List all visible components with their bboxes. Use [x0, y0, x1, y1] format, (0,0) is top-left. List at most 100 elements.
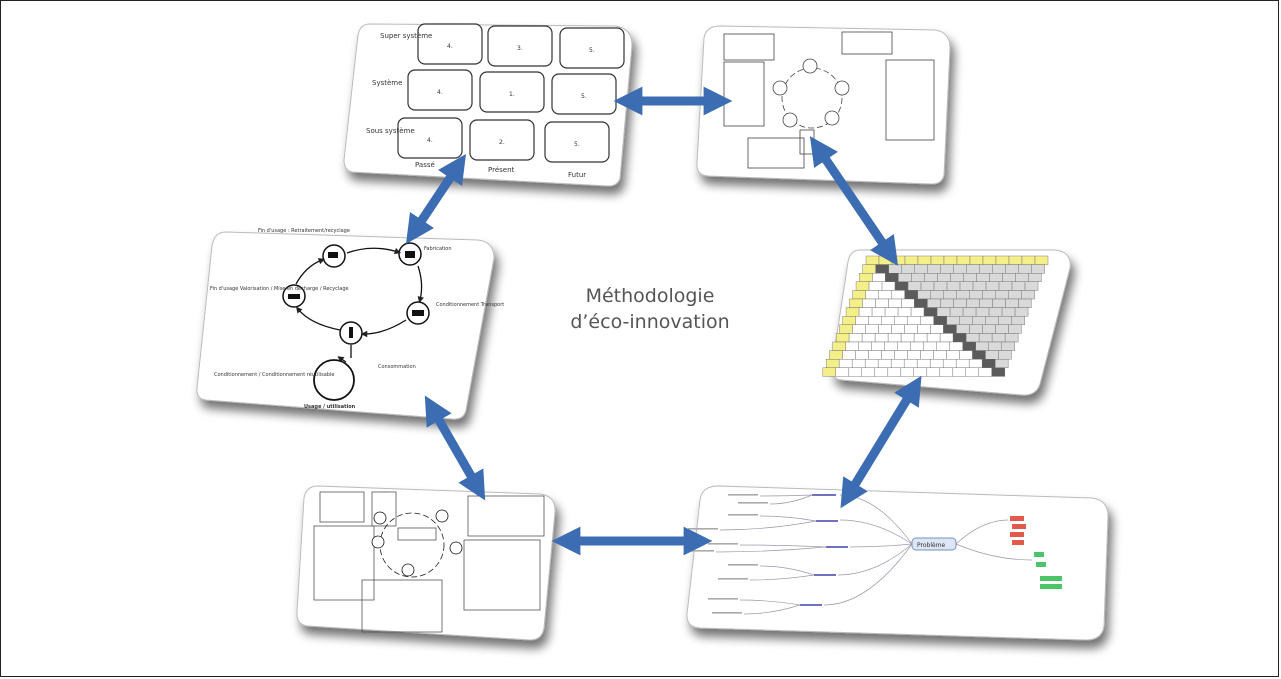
matrix-cell: [930, 290, 944, 300]
matrix-cell: [900, 367, 915, 377]
matrix-cell: [900, 333, 915, 343]
matrix-cell: [969, 324, 983, 334]
screen-cell: [544, 121, 610, 163]
label-end-of-use-landfill: Fin d'usage Valorisation / Mise en décha…: [210, 285, 349, 292]
matrix-cell: [1011, 281, 1026, 291]
matrix-cell: [1021, 255, 1036, 265]
matrix-cell: [976, 273, 990, 283]
matrix-cell: [868, 281, 883, 291]
matrix-cell: [884, 307, 899, 317]
screen-cell: [487, 25, 553, 67]
matrix-cell: [1001, 341, 1015, 351]
matrix-cell: [1008, 255, 1023, 265]
label-manufacturing: Fabrication: [424, 246, 452, 252]
col-label-present: Présent: [488, 166, 515, 174]
matrix-cell: [855, 350, 869, 360]
matrix-cell: [991, 367, 1006, 377]
matrix-cell: [966, 298, 980, 308]
matrix-cell: [942, 359, 957, 369]
matrix-cell: [920, 316, 934, 326]
mindmap-leaf: [688, 528, 718, 530]
matrix-cell: [926, 367, 941, 377]
arrow-lifecyclebox-matrix: [809, 136, 899, 266]
matrix-cell: [927, 264, 941, 274]
matrix-cell: [865, 255, 880, 265]
matrix-cell: [914, 264, 928, 274]
matrix-cell: [911, 273, 925, 283]
matrix-cell: [917, 290, 931, 300]
screen-cell-label: 4.: [427, 137, 433, 144]
matrix-cell: [959, 281, 974, 291]
matrix-cell: [985, 350, 999, 360]
matrix-cell: [949, 307, 964, 317]
matrix-cell: [861, 333, 876, 343]
matrix-cell: [871, 341, 885, 351]
matrix-cell: [907, 316, 921, 326]
matrix-cell: [946, 350, 960, 360]
matrix-cell: [933, 350, 947, 360]
matrix-cell: [995, 255, 1010, 265]
matrix-cell: [914, 298, 928, 308]
matrix-cell: [839, 324, 853, 334]
matrix-cell: [858, 341, 872, 351]
row-label-sub: Sous système: [366, 127, 415, 135]
matrix-cell: [959, 316, 973, 326]
matrix-cell: [975, 307, 990, 317]
matrix-cell: [979, 264, 993, 274]
matrix-cell: [1002, 273, 1016, 283]
matrix-cell: [875, 264, 889, 274]
arrow-interactions-lifecycle: [424, 395, 486, 501]
matrix-cell: [881, 281, 896, 291]
matrix-cell: [956, 290, 970, 300]
matrix-cell: [862, 264, 876, 274]
arrow-lifecycle-ninescreens: [406, 154, 466, 244]
matrix-cell: [992, 264, 1006, 274]
screen-cell: [417, 23, 483, 65]
screen-cell-label: 5.: [574, 141, 580, 148]
matrix-cell: [888, 264, 902, 274]
mindmap-card: [686, 485, 1109, 641]
matrix-cell: [975, 341, 989, 351]
matrix-cell: [884, 341, 898, 351]
row-label-system: Système: [372, 79, 402, 87]
screen-cell-label: 5.: [581, 93, 587, 100]
matrix-cell: [982, 290, 996, 300]
matrix-cell: [868, 316, 882, 326]
matrix-cell: [855, 281, 870, 291]
mindmap-leaf: [708, 598, 738, 600]
screen-cell-label: 4.: [437, 89, 443, 96]
center-title-line1: Méthodologie: [585, 285, 715, 307]
matrix-cell: [891, 255, 906, 265]
matrix-cell: [897, 341, 911, 351]
matrix-cell: [959, 350, 973, 360]
matrix-cell: [937, 273, 951, 283]
mindmap-leaf: [712, 612, 742, 614]
matrix-cell: [982, 324, 996, 334]
matrix-cell: [875, 298, 889, 308]
matrix-cell: [897, 307, 912, 317]
matrix-cell: [1014, 307, 1029, 317]
matrix-cell: [894, 281, 909, 291]
matrix-cell: [953, 264, 967, 274]
matrix-cell: [979, 298, 993, 308]
matrix-cell: [1011, 316, 1025, 326]
matrix-cell: [874, 367, 889, 377]
mindmap-leaf: [728, 564, 758, 566]
matrix-cell: [956, 255, 971, 265]
screen-cell-label: 5.: [589, 47, 595, 54]
matrix-cell: [1018, 264, 1032, 274]
matrix-cell: [943, 324, 957, 334]
matrix-cell: [852, 290, 866, 300]
matrix-cell: [943, 255, 958, 265]
lifecycle-boxes-content: [723, 31, 935, 169]
label-usage: Usage / utilisation: [304, 404, 356, 410]
matrix-cell: [939, 367, 954, 377]
matrix-cell: [890, 359, 905, 369]
matrix-cell: [992, 298, 1006, 308]
matrix-cell: [855, 316, 869, 326]
matrix-cell: [1031, 264, 1045, 274]
matrix-cell: [858, 307, 873, 317]
matrix-cell: [848, 367, 863, 377]
matrix-cell: [1001, 307, 1016, 317]
matrix-cell: [965, 367, 980, 377]
